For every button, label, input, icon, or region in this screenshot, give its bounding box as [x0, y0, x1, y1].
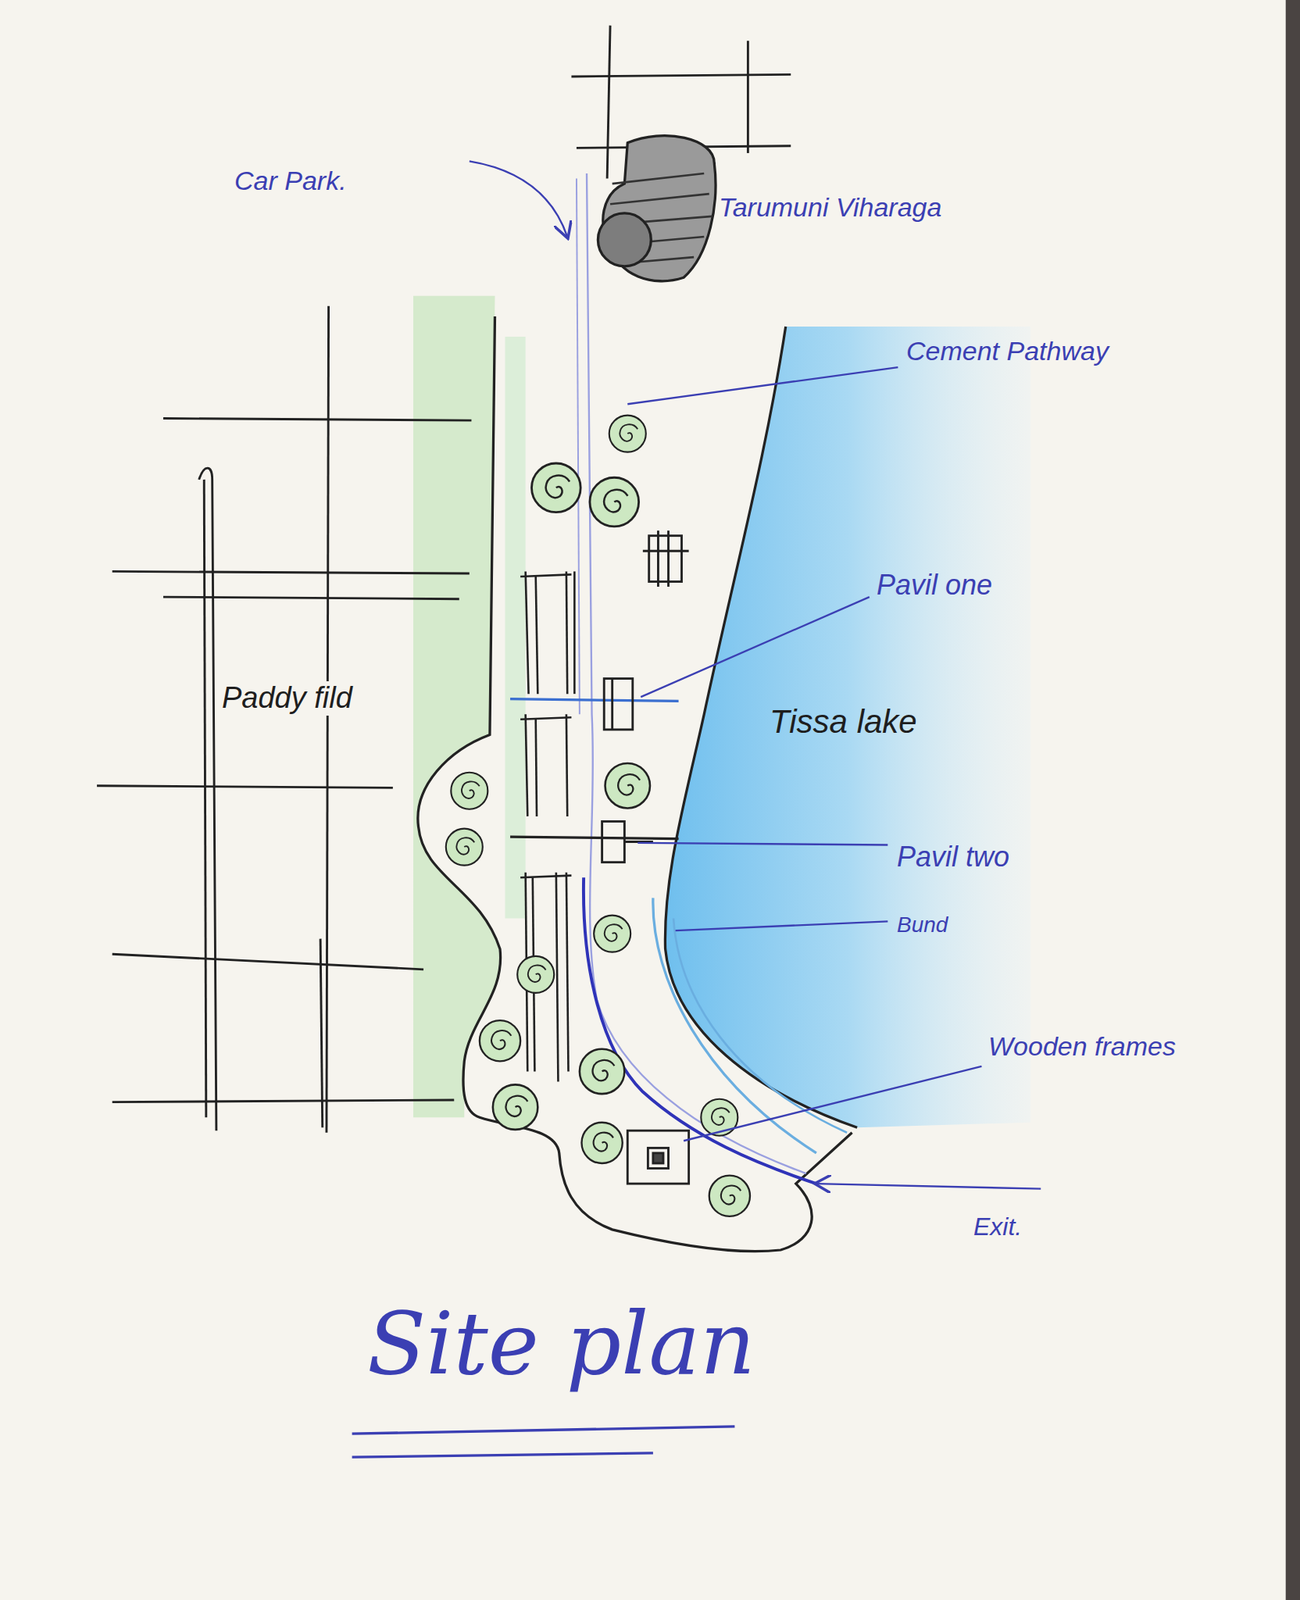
- site-label: Tarumuni Viharaga: [718, 192, 942, 223]
- tree-symbol: [446, 828, 483, 866]
- site-outline: [417, 316, 853, 1252]
- tree-symbol: [605, 763, 650, 808]
- tree-symbol: [531, 463, 581, 513]
- pathway: [576, 178, 580, 715]
- vihara-shape: [597, 135, 716, 282]
- bund-line: [653, 897, 817, 1154]
- site-label: Paddy fild: [218, 681, 356, 716]
- bund-line: [673, 918, 847, 1133]
- tree-symbol: [579, 1049, 625, 1094]
- site-label: Exit.: [973, 1212, 1022, 1242]
- tree-symbol: [589, 477, 640, 527]
- boardwalk: [510, 836, 679, 840]
- green-verge: [505, 336, 526, 918]
- tree-symbol: [593, 915, 631, 953]
- page-edge: [1285, 0, 1300, 1600]
- plan-title: Site plan: [367, 1296, 756, 1392]
- site-label: Pavil one: [876, 568, 993, 601]
- leader-lines: [469, 160, 1041, 1189]
- tree-symbol: [609, 415, 647, 453]
- wooden-frames: [520, 571, 575, 1082]
- tree-symbol: [450, 772, 488, 810]
- site-label: Wooden frames: [988, 1031, 1176, 1062]
- site-label: Car Park.: [234, 165, 347, 197]
- tree-symbol: [709, 1175, 750, 1217]
- site-label: Tissa lake: [769, 703, 918, 741]
- tree-symbol: [517, 956, 554, 993]
- boardwalk: [510, 699, 679, 702]
- tree-symbol: [492, 1084, 538, 1129]
- pavilion: [602, 530, 690, 862]
- site-label: Pavil two: [896, 840, 1010, 873]
- tree-symbol: [581, 1122, 622, 1164]
- site-label: Bund: [896, 912, 948, 938]
- paddy-grid: [96, 306, 472, 1133]
- tree-symbol: [700, 1099, 738, 1136]
- exit-feature: [627, 1130, 689, 1184]
- lake: [664, 326, 1031, 1128]
- title-underline: [352, 1426, 736, 1458]
- site-label: Cement Pathway: [906, 335, 1109, 367]
- tree-symbol: [479, 1020, 521, 1061]
- tree-group: [446, 415, 750, 1217]
